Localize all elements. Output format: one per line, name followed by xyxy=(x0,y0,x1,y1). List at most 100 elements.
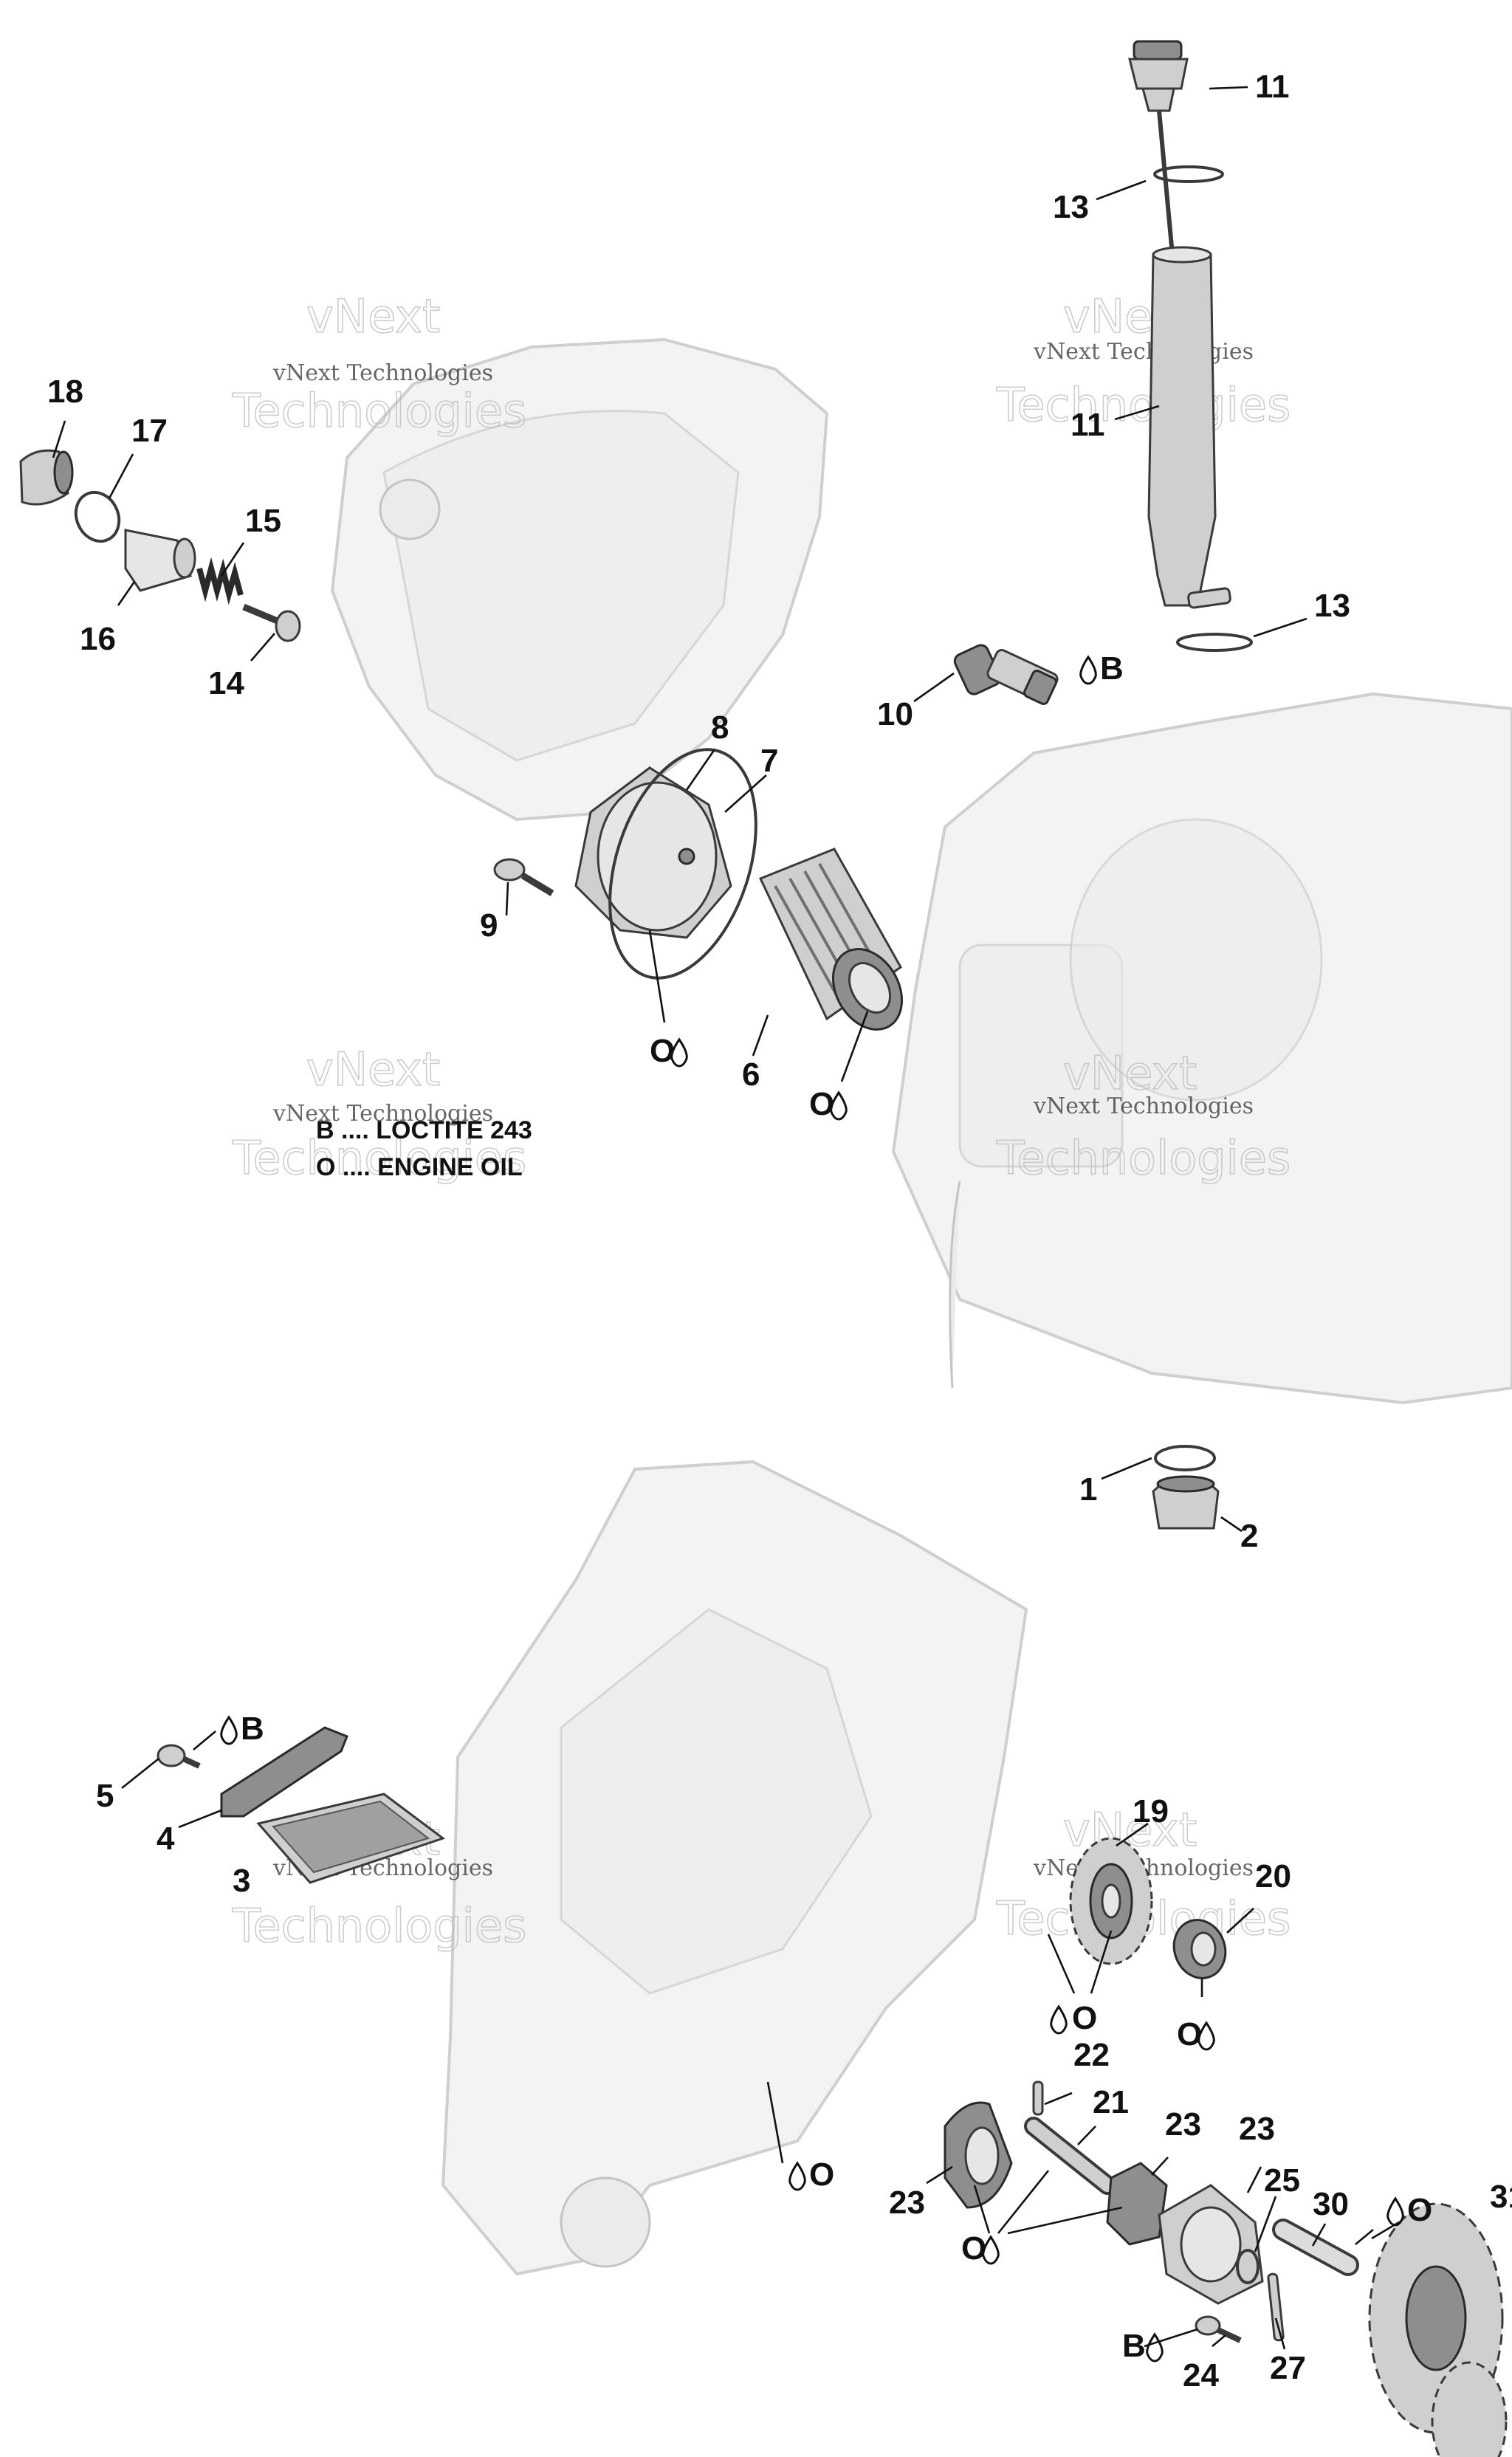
callout-10: 10 xyxy=(877,696,913,732)
oil-drop-icon xyxy=(1079,655,1097,685)
callout-27: 27 xyxy=(1270,2350,1306,2386)
lube-mark-filter-cover: O xyxy=(650,1033,688,1069)
watermark-mid-left: vNext vNext Technologies Technologies xyxy=(231,1042,527,1186)
lube-mark-seal: O xyxy=(1177,2016,1215,2052)
lube-mark-gear: O xyxy=(1050,2000,1097,2036)
drain-plug xyxy=(1152,1475,1220,1530)
callout-31: 31 xyxy=(1490,2179,1512,2215)
oil-drop-icon xyxy=(1197,2021,1215,2051)
pump-cover-screw xyxy=(1195,2315,1242,2343)
svg-text:Technologies: Technologies xyxy=(996,378,1291,432)
oil-drop-icon xyxy=(1146,2332,1164,2362)
oil-filter xyxy=(758,848,904,1031)
filter-cover-o-ring xyxy=(608,748,757,980)
svg-text:O: O xyxy=(809,1086,834,1122)
drain-plug-gasket xyxy=(1154,1445,1216,1471)
svg-text:Technologies: Technologies xyxy=(996,1131,1291,1185)
legend-loctite: B .... LOCTITE 243 xyxy=(316,1116,532,1144)
callout-3: 3 xyxy=(233,1863,250,1899)
svg-text:Technologies: Technologies xyxy=(232,1899,526,1953)
ghost-upper-crankcase xyxy=(891,692,1512,1405)
ghost-magneto-cover xyxy=(330,337,829,822)
callout-25: 24 xyxy=(1183,2357,1219,2394)
outer-rotor xyxy=(944,2101,1013,2209)
callout-23-left: 23 xyxy=(889,2185,925,2221)
filter-cover-screw xyxy=(493,858,554,896)
oil-drop-icon xyxy=(670,1037,688,1068)
ghost-lower-crankcase xyxy=(441,1460,1028,2276)
oil-drop-icon xyxy=(220,1715,238,1745)
callout-5: 5 xyxy=(96,1778,114,1814)
gear-shaft xyxy=(1272,2219,1359,2276)
oil-seal xyxy=(1172,1919,1227,1979)
svg-text:Technologies: Technologies xyxy=(232,1131,526,1185)
o-ring-upper xyxy=(1153,165,1224,183)
svg-text:vNext Technologies: vNext Technologies xyxy=(1033,1093,1254,1119)
plug xyxy=(19,449,74,506)
svg-text:vNext: vNext xyxy=(306,289,440,343)
svg-text:vNext Technologies: vNext Technologies xyxy=(272,360,493,386)
callout-12: 11 xyxy=(1255,69,1290,105)
callout-23-right: 23 xyxy=(1165,2106,1201,2142)
callout-20: 20 xyxy=(1255,1858,1291,1894)
leader-lines xyxy=(52,86,1400,2350)
oil-pump-cover xyxy=(1158,2184,1264,2305)
oil-strainer xyxy=(256,1793,446,1884)
callout-22: 22 xyxy=(1073,2037,1110,2073)
callout-7: 7 xyxy=(760,743,778,779)
callout-21: 21 xyxy=(1093,2084,1129,2120)
lube-mark-switch: B xyxy=(1079,650,1124,687)
oil-drop-icon xyxy=(1050,2004,1068,2035)
callout-13-lower: 13 xyxy=(1314,588,1350,624)
svg-text:vNext Technologies: vNext Technologies xyxy=(1033,339,1254,365)
dipstick-cap xyxy=(1128,40,1189,255)
svg-text:O: O xyxy=(650,1033,675,1069)
callout-2: 2 xyxy=(1240,1518,1258,1554)
oil-pressure-switch xyxy=(953,644,1059,705)
svg-text:B: B xyxy=(1100,650,1124,687)
legend-engine-oil: O .... ENGINE OIL xyxy=(316,1153,523,1181)
lube-mark-crankcase: O xyxy=(788,2157,834,2193)
svg-text:O: O xyxy=(1177,2016,1202,2052)
lube-mark-strainer-screw: B xyxy=(220,1711,264,1747)
idler-gear xyxy=(1069,1837,1153,1965)
pin-upper xyxy=(1032,2080,1044,2116)
thrust-washer xyxy=(1236,2249,1260,2284)
lube-marks: O O B B O O O O xyxy=(220,650,1432,2364)
svg-text:Technologies: Technologies xyxy=(232,384,526,438)
oil-drop-icon xyxy=(982,2235,1000,2265)
strainer-bracket xyxy=(220,1726,348,1818)
callout-16: 16 xyxy=(80,621,116,657)
callout-labels: 11 13 11 13 10 18 17 16 15 14 8 7 9 6 1 … xyxy=(47,69,1512,2394)
svg-text:O: O xyxy=(1407,2192,1432,2228)
callout-6: 6 xyxy=(742,1056,760,1093)
inner-rotor xyxy=(1106,2162,1168,2246)
callout-15: 15 xyxy=(245,503,281,539)
callout-9: 9 xyxy=(480,907,498,944)
lube-mark-filter: O xyxy=(809,1086,848,1122)
callout-1: 1 xyxy=(1079,1471,1097,1508)
o-ring-plug xyxy=(74,490,121,543)
svg-text:B: B xyxy=(241,1711,264,1747)
oil-drop-icon xyxy=(830,1090,848,1121)
lubricant-legend: B .... LOCTITE 243 O .... ENGINE OIL xyxy=(316,1116,532,1181)
callout-26: 25 xyxy=(1264,2162,1300,2199)
svg-text:vNext Technologies: vNext Technologies xyxy=(272,1101,493,1127)
lube-mark-shaft: O xyxy=(1386,2192,1432,2228)
relief-valve-piston xyxy=(124,529,196,592)
svg-text:O: O xyxy=(961,2230,986,2267)
svg-text:O: O xyxy=(1072,2000,1097,2036)
svg-text:vNext: vNext xyxy=(306,1042,440,1096)
relief-valve-spring xyxy=(196,557,244,605)
svg-text:B: B xyxy=(1122,2328,1146,2364)
callout-4: 4 xyxy=(157,1821,175,1857)
oil-drop-icon xyxy=(1386,2196,1404,2227)
callout-18: 18 xyxy=(47,374,83,410)
callout-30: 30 xyxy=(1313,2186,1349,2222)
callout-11: 11 xyxy=(1071,407,1105,443)
svg-text:O: O xyxy=(809,2157,834,2193)
callout-19: 19 xyxy=(1133,1793,1169,1829)
callout-14: 14 xyxy=(208,665,244,701)
watermark-mid-right: vNext vNext Technologies Technologies xyxy=(995,1045,1291,1186)
callout-24: 23 xyxy=(1239,2111,1275,2147)
